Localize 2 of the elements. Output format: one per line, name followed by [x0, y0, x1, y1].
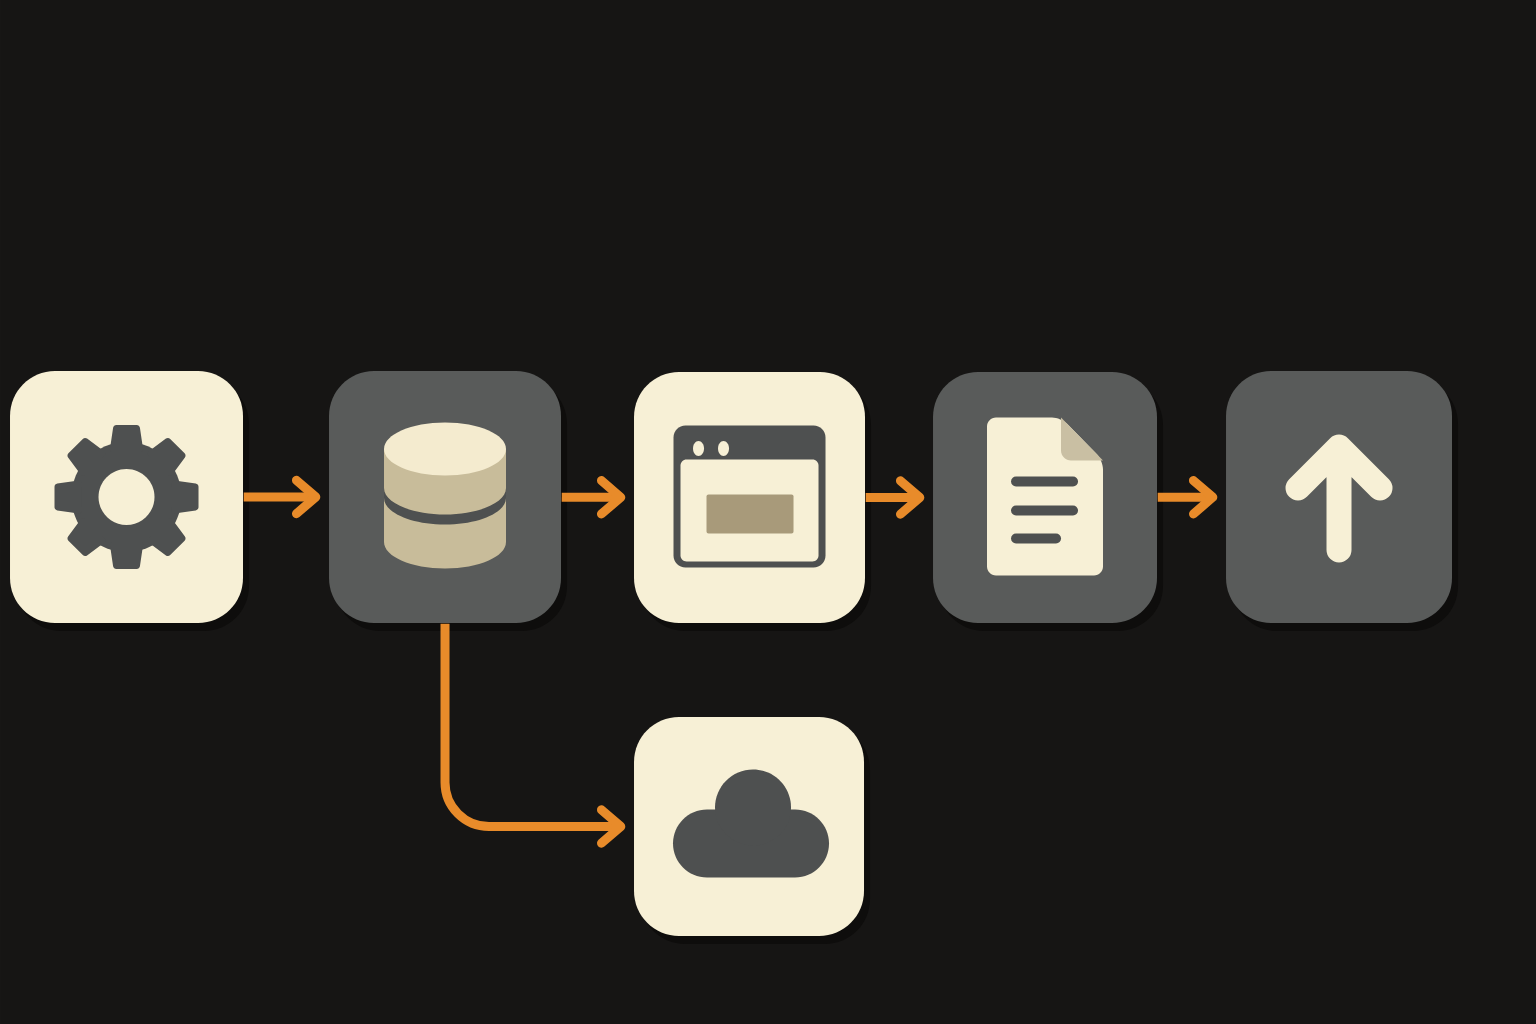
arrow — [440, 623, 626, 848]
arrow — [243, 475, 321, 519]
